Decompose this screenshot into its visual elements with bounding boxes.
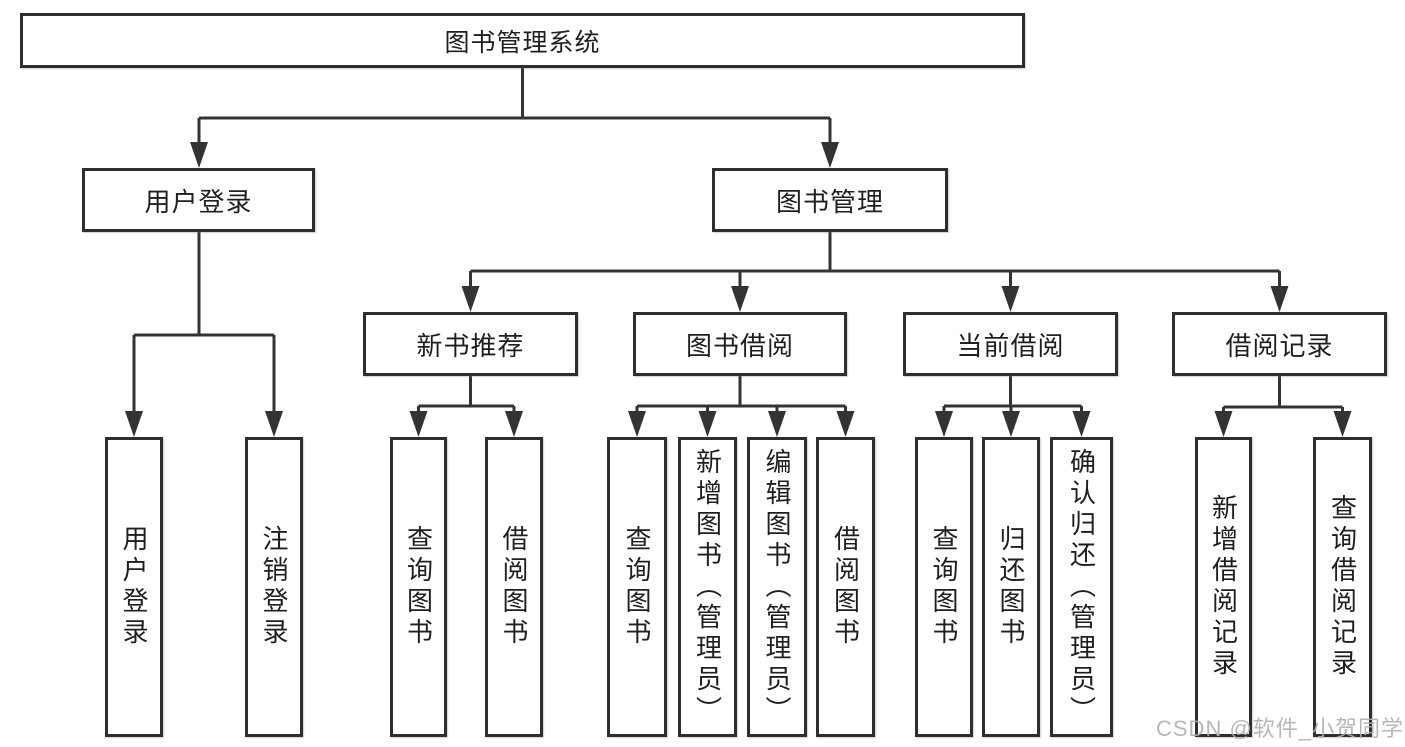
watermark-text: CSDN @软件_小贺同学 [1156, 716, 1405, 741]
leaf-label: 新增图书（管理员） [692, 447, 723, 727]
node-leaf-user-login: 用户登录 [105, 437, 163, 737]
arrowheads [125, 142, 1352, 437]
node-module-borrow-records: 借阅记录 [1172, 312, 1387, 376]
node-user-login-label: 用户登录 [144, 186, 253, 217]
node-module-new-book-recommend: 新书推荐 [363, 312, 578, 376]
arrowhead-icon [1214, 411, 1233, 437]
node-root: 图书管理系统 [20, 13, 1025, 68]
node-leaf-borrow-books-recommend: 借阅图书 [485, 437, 543, 737]
module-label: 当前借阅 [956, 330, 1065, 361]
arrowhead-icon [821, 142, 839, 168]
arrowhead-icon [1002, 411, 1020, 437]
connector-bookmgmt-to-modules [469, 232, 1281, 289]
leaf-label: 归还图书 [996, 525, 1026, 649]
leaf-label: 确认归还（管理员） [1066, 447, 1097, 727]
leaf-label: 用户登录 [119, 525, 149, 649]
arrowhead-icon [1072, 411, 1091, 437]
node-leaf-query-books-recommend: 查询图书 [390, 437, 447, 737]
leaf-label: 查询图书 [622, 525, 652, 649]
arrowhead-icon [1270, 286, 1289, 312]
module-label: 借阅记录 [1225, 330, 1334, 361]
leaf-label: 查询借阅记录 [1327, 494, 1358, 680]
leaf-label: 新增借阅记录 [1208, 494, 1239, 680]
arrowhead-icon [1333, 411, 1352, 437]
node-leaf-edit-book-admin: 编辑图书（管理员） [747, 437, 807, 737]
arrowhead-icon [265, 411, 283, 437]
leaf-label: 查询图书 [929, 525, 959, 649]
arrowhead-icon [505, 411, 523, 437]
node-book-management: 图书管理 [712, 168, 948, 232]
node-leaf-query-books-current: 查询图书 [915, 437, 973, 737]
connector-records-to-children [1222, 376, 1344, 414]
node-root-label: 图书管理系统 [444, 28, 601, 57]
leaf-label: 借阅图书 [499, 525, 529, 649]
module-label: 图书借阅 [685, 330, 794, 361]
arrowhead-icon [190, 142, 208, 168]
module-label: 新书推荐 [416, 330, 525, 361]
arrowhead-icon [461, 286, 480, 312]
arrowhead-icon [731, 286, 749, 312]
arrowhead-icon [409, 411, 428, 437]
leaf-label: 借阅图书 [830, 525, 861, 649]
leaf-label: 查询图书 [403, 525, 434, 649]
node-module-book-borrow: 图书借阅 [633, 312, 847, 376]
leaf-label: 编辑图书（管理员） [762, 447, 792, 727]
node-book-management-label: 图书管理 [775, 186, 884, 217]
connector-userlogin-to-children [132, 232, 276, 414]
arrowhead-icon [125, 411, 143, 437]
connector-borrow-to-children [635, 376, 847, 414]
arrowhead-icon [698, 411, 717, 437]
node-leaf-add-borrow-record: 新增借阅记录 [1195, 437, 1252, 737]
arrowhead-icon [836, 411, 855, 437]
node-leaf-add-book-admin: 新增图书（管理员） [678, 437, 737, 737]
node-leaf-confirm-return-admin: 确认归还（管理员） [1050, 437, 1113, 737]
arrowhead-icon [768, 411, 786, 437]
arrowhead-icon [628, 411, 646, 437]
connector-root-to-level2 [197, 68, 832, 145]
node-leaf-query-borrow-record: 查询借阅记录 [1313, 437, 1372, 737]
arrowhead-icon [935, 411, 953, 437]
node-leaf-return-book: 归还图书 [982, 437, 1040, 737]
connector-newbook-to-children [417, 376, 516, 414]
node-user-login: 用户登录 [82, 168, 315, 232]
node-leaf-borrow-books: 借阅图书 [816, 437, 875, 737]
node-leaf-query-books-borrow: 查询图书 [607, 437, 667, 737]
arrowhead-icon [1001, 286, 1020, 312]
node-module-current-borrow: 当前借阅 [903, 312, 1118, 376]
connector-current-to-children [942, 376, 1083, 414]
leaf-label: 注销登录 [259, 525, 289, 649]
node-leaf-logout: 注销登录 [245, 437, 303, 737]
